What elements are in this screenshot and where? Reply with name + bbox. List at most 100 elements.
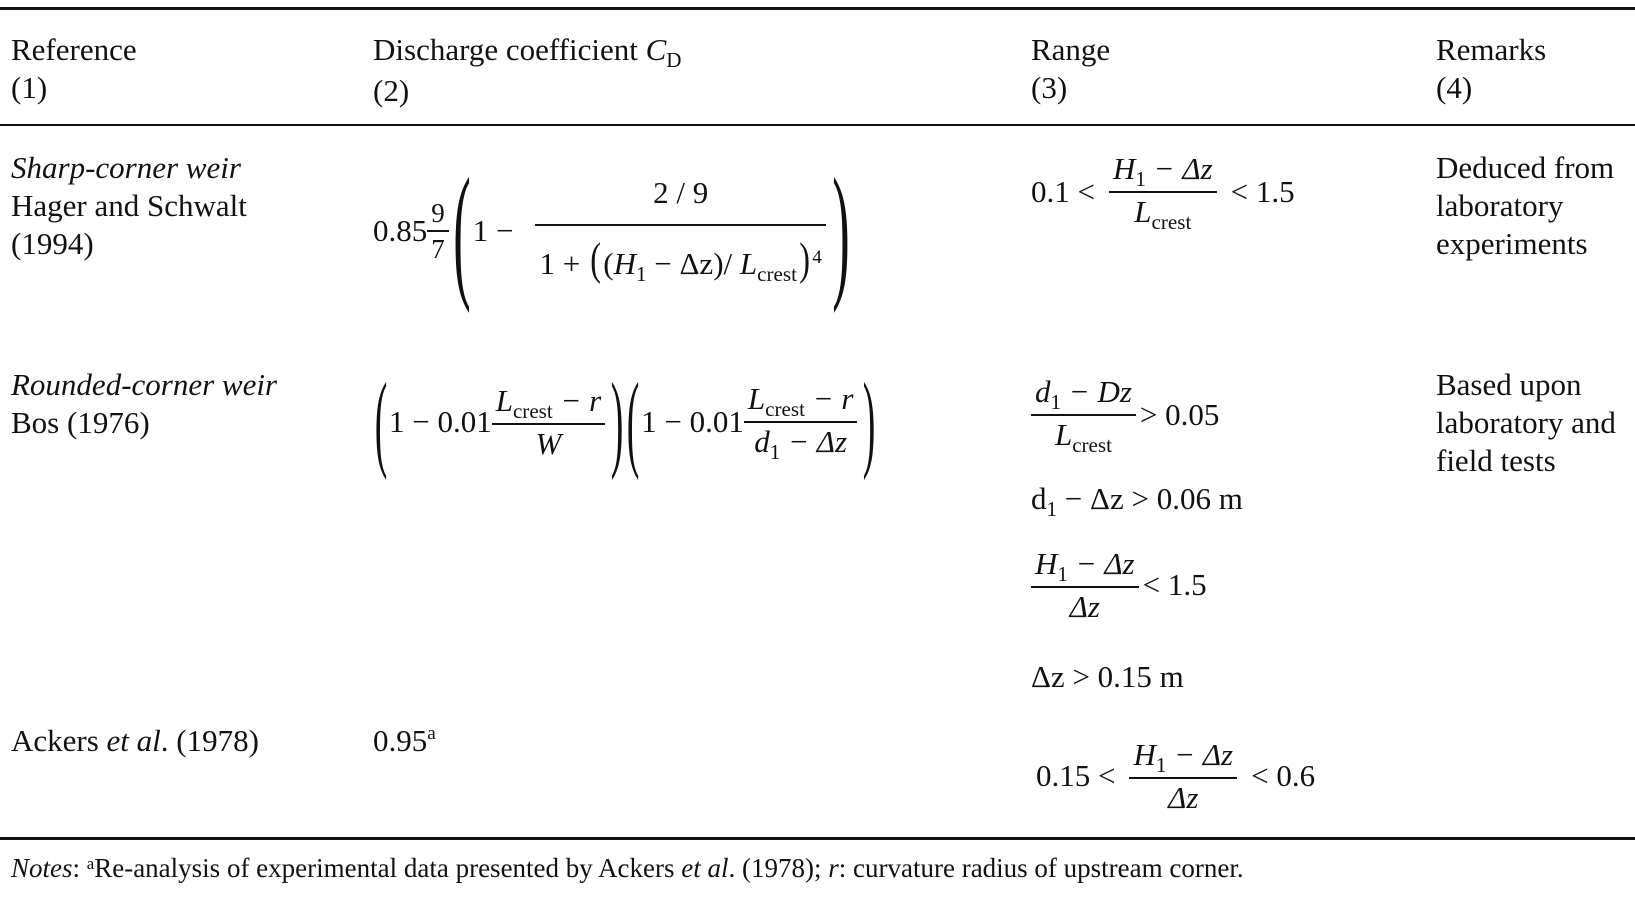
range-inequality-3: H1 − Δz Δz < 1.5 <box>1031 545 1207 624</box>
range-inequality-1: d1 − Dz Lcrest > 0.05 <box>1031 374 1219 458</box>
header-number: (4) <box>1436 70 1473 105</box>
range-left: 0.15 < <box>1036 758 1116 793</box>
right-paren-2: ) <box>863 362 876 481</box>
notes-r-symbol: r <box>828 853 839 883</box>
header-bottom-rule <box>0 124 1635 126</box>
row-rounded-corner-range-2: d1 − Δz > 0.06 m <box>1031 480 1243 521</box>
num-rest: − Dz <box>1061 374 1132 409</box>
right-paren-1: ) <box>610 362 624 481</box>
remark-line: field tests <box>1436 443 1556 478</box>
remark-line: Deduced from <box>1436 150 1615 185</box>
frac-den: Lcrest <box>1051 416 1116 458</box>
frac-bar <box>743 421 858 423</box>
footnote-mark: a <box>427 723 436 745</box>
frac-num: H1 − Δz <box>1031 545 1139 586</box>
reference-authors: Bos (1976) <box>11 405 150 440</box>
frac-num: 9 <box>431 198 445 228</box>
row-rounded-corner-range-1: d1 − Dz Lcrest > 0.05 <box>1031 370 1219 460</box>
var-H: H <box>1112 151 1136 186</box>
header-label: Remarks <box>1436 32 1547 67</box>
row-ackers-range: 0.15 < H1 − Δz Δz < 0.6 <box>1036 730 1315 822</box>
left-paren-2: ( <box>626 362 640 481</box>
frac-num: 2 / 9 <box>653 175 709 210</box>
num-rest: − r <box>552 382 602 418</box>
row-rounded-corner-remarks: Based upon laboratory and field tests <box>1436 366 1616 480</box>
frac-num: d1 − Dz <box>1031 374 1136 415</box>
header-label: Discharge coefficient CD <box>373 31 682 72</box>
reference-authors: Hager and Schwalt <box>11 188 247 223</box>
header-reference: Reference (1) <box>11 31 137 107</box>
remark-line: laboratory <box>1436 188 1564 223</box>
term1-fraction: Lcrest − r W <box>491 382 606 461</box>
remark-line: laboratory and <box>1436 405 1616 440</box>
sub-crest: crest <box>512 398 553 423</box>
row-sharp-corner-coefficient: 0.85 9 7 ( 1 − 2 / 9 1 + ((H1 − Δz)/ Lcr… <box>373 152 852 310</box>
notes-label: Notes <box>11 853 73 883</box>
footnote-mark: a <box>86 853 95 873</box>
cd-symbol: C <box>645 32 667 67</box>
reference-year: (1994) <box>11 226 94 261</box>
paren-open: ( <box>590 233 601 284</box>
range-inequality: 0.15 < H1 − Δz Δz < 0.6 <box>1036 737 1316 815</box>
num-rest: − Δz <box>1145 151 1213 186</box>
remark-line: Based upon <box>1436 367 1582 402</box>
frac-num: H1 − Δz <box>1109 151 1217 192</box>
frac-den: 1 + ((H1 − Δz)/ Lcrest)4 <box>539 233 822 287</box>
range-right: < 0.6 <box>1251 758 1316 793</box>
table-top-rule <box>0 7 1635 10</box>
notes-etal: et al <box>681 853 729 883</box>
range-rest: − Δz > 0.06 m <box>1057 481 1243 516</box>
row-ackers-reference: Ackers et al. (1978) <box>11 722 259 760</box>
term2-prefix: 1 − 0.01 <box>641 404 744 439</box>
reference-year: . (1978) <box>160 723 259 758</box>
frac-den: Lcrest <box>1130 193 1195 235</box>
frac-num: Lcrest − r <box>492 382 606 423</box>
notes-text: Re-analysis of experimental data present… <box>94 853 682 883</box>
sub-1: 1 <box>635 262 647 287</box>
sub-1: 1 <box>1155 752 1167 777</box>
frac-bar <box>1031 414 1136 416</box>
range-inequality: 0.1 < H1 − Δz Lcrest < 1.5 <box>1031 151 1295 235</box>
header-number: (2) <box>373 73 410 108</box>
term1-prefix: 1 − 0.01 <box>388 404 492 439</box>
range-fraction: H1 − Δz Δz <box>1129 737 1238 815</box>
num-rest: − Δz <box>1067 545 1135 581</box>
header-range: Range (3) <box>1031 31 1110 107</box>
header-number: (1) <box>11 70 48 105</box>
var-L: L <box>495 382 513 418</box>
one-minus: 1 − <box>472 213 514 248</box>
var-L: L <box>1054 417 1073 452</box>
den-prefix: 1 + <box>539 246 588 281</box>
sub-1: 1 <box>1050 390 1062 415</box>
frac-den: W <box>535 425 562 461</box>
sub-1: 1 <box>1046 497 1058 522</box>
coefficient-prefix: 0.85 <box>373 213 428 248</box>
term2-fraction: Lcrest − r d1 − Δz <box>743 382 858 464</box>
reference-author: Ackers <box>11 723 107 758</box>
frac-den: 7 <box>431 234 445 264</box>
row-sharp-corner-remarks: Deduced from laboratory experiments <box>1436 149 1614 263</box>
frac-bar <box>1129 776 1238 779</box>
sub-crest: crest <box>1151 210 1192 235</box>
row-rounded-corner-reference: Rounded-corner weir Bos (1976) <box>11 366 277 442</box>
notes-text: . (1978); <box>728 853 829 883</box>
row-rounded-corner-range-4: Δz > 0.15 m <box>1031 659 1184 694</box>
row-rounded-corner-range-3: H1 − Δz Δz < 1.5 <box>1031 540 1207 630</box>
range-fraction: d1 − Dz Lcrest <box>1031 374 1136 458</box>
var-d: d <box>1035 374 1051 409</box>
range-right: < 1.5 <box>1230 174 1295 209</box>
var-d: d <box>1031 481 1047 516</box>
frac-num: Lcrest − r <box>744 382 858 422</box>
range-right: < 1.5 <box>1142 567 1207 602</box>
row-sharp-corner-reference: Sharp-corner weir Hager and Schwalt (199… <box>11 149 247 263</box>
header-discharge-coefficient: Discharge coefficient CD (2) <box>373 31 682 110</box>
range-fraction: H1 − Δz Lcrest <box>1108 151 1217 235</box>
header-number: (3) <box>1031 70 1068 105</box>
var-H: H <box>613 246 636 281</box>
remark-line: experiments <box>1436 226 1588 261</box>
table-bottom-rule <box>0 837 1635 840</box>
frac-bar <box>491 422 606 425</box>
header-label-text: Discharge coefficient <box>373 32 638 67</box>
frac-den: Δz <box>1069 588 1100 624</box>
paren-close: ) <box>799 233 810 284</box>
